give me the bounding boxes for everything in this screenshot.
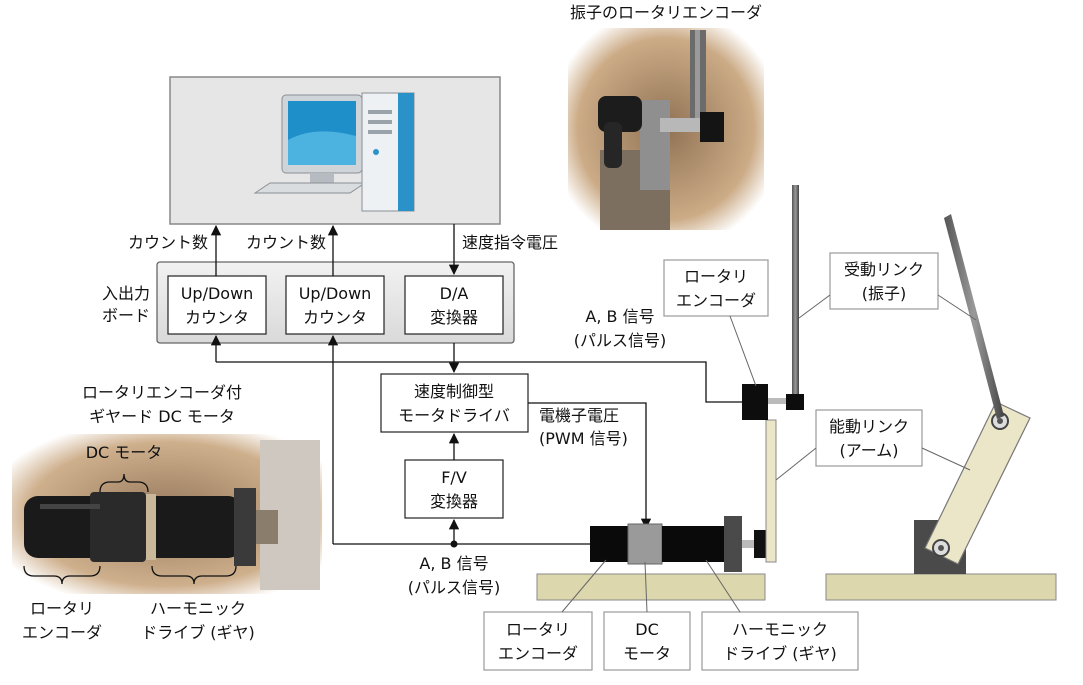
count-label-1: カウント数 [128,233,208,252]
da-line1: D/A [440,284,469,303]
da-converter-box: D/A 変換器 [404,275,504,335]
photo-gear-label-1: ハーモニック [150,599,246,618]
base-plate-left [536,573,766,601]
fv-line2: 変換器 [430,492,478,511]
counter-1-line2: カウンタ [185,308,249,327]
active-link-label-2: (アーム) [839,441,898,460]
pendulum-encoder-signal-line [216,361,742,403]
pendulum-shaft [768,398,790,404]
pendulum-hub [786,394,804,410]
motor-encoder-label: ロータリ エンコーダ [483,611,593,671]
pendulum-encoder-block [742,384,768,420]
io-board-label-2: ボード [102,306,150,325]
io-board-label-1: 入出力 [102,284,150,303]
ab-top-label-2: (パルス信号) [574,331,667,350]
computer-icon [253,92,415,212]
counter-1-box: Up/Down カウンタ [167,275,267,335]
motor-photo-caption-2: ギヤード DC モータ [89,407,235,426]
motor-encoder-label-1: ロータリ [506,620,570,639]
counter-2-box: Up/Down カウンタ [285,275,385,335]
armature-label-1: 電機子電圧 [539,406,619,425]
passive-link-callout-left [798,294,831,319]
passive-link-label-1: 受動リンク [844,260,924,279]
counter-1-line1: Up/Down [181,284,254,303]
motor-driver-box: 速度制御型 モータドライバ [380,373,529,433]
passive-link-callout-right [937,294,977,321]
computer-panel [169,76,501,225]
passive-link-label-2: (振子) [862,284,907,303]
active-link-label-1: 能動リンク [829,417,909,436]
photo-dc-motor-label: DC モータ [86,443,163,462]
top-encoder-label-1: ロータリ [684,267,748,286]
motor-assembly [590,516,766,572]
driver-line2: モータドライバ [398,406,510,425]
photo-dc-brace [99,473,149,493]
pendulum-encoder-photo [568,28,764,230]
active-link-arm [765,419,777,563]
active-link-callout-right [921,447,971,471]
dc-motor-callout [644,561,648,613]
ab-bottom-label-1: A, B 信号 [419,554,488,573]
dc-motor-label-2: モータ [623,644,671,663]
harmonic-drive-label-1: ハーモニック [732,620,828,639]
dc-motor-label-1: DC [635,620,659,639]
da-line2: 変換器 [430,308,478,327]
speed-command-label: 速度指令電圧 [462,233,558,252]
armature-label-2: (PWM 信号) [539,429,628,448]
motor-encoder-callout [561,559,607,613]
active-link-callout-left [775,447,817,481]
dc-motor-label: DC モータ [603,611,691,671]
fv-line1: F/V [441,468,467,487]
fv-converter-box: F/V 変換器 [404,459,504,519]
geared-motor-photo [12,434,322,594]
top-encoder-label: ロータリ エンコーダ [663,259,769,317]
motor-photo-caption-1: ロータリエンコーダ付 [82,383,242,402]
harmonic-drive-label-2: ドライブ (ギヤ) [723,644,837,663]
pendulum-bar-side [792,185,799,398]
harmonic-drive-label: ハーモニック ドライブ (ギヤ) [701,611,859,671]
motor-encoder-label-2: エンコーダ [498,644,578,663]
active-link-label: 能動リンク (アーム) [815,409,923,467]
ab-bottom-label-2: (パルス信号) [408,578,501,597]
active-link-front [924,401,1031,565]
photo-gear-brace [151,565,237,585]
base-plate-right [825,573,1057,601]
harmonic-drive-callout [705,559,741,613]
counter-2-line1: Up/Down [299,284,372,303]
pendulum-photo-caption: 振子のロータリエンコーダ [570,3,762,22]
armature-voltage-line [528,402,652,530]
photo-encoder-brace [23,565,101,585]
photo-encoder-label-1: ロータリ [30,599,94,618]
top-encoder-callout [729,315,757,387]
photo-encoder-label-2: エンコーダ [22,623,102,642]
top-encoder-label-2: エンコーダ [676,291,756,310]
count-label-2: カウント数 [246,233,326,252]
ab-top-label-1: A, B 信号 [585,307,654,326]
counter-2-line2: カウンタ [303,308,367,327]
passive-link-label: 受動リンク (振子) [829,252,939,310]
driver-line1: 速度制御型 [414,382,494,401]
photo-gear-label-2: ドライブ (ギヤ) [141,623,255,642]
pendulum-bar-front [944,214,1004,419]
signal-junction-dot [450,540,458,548]
